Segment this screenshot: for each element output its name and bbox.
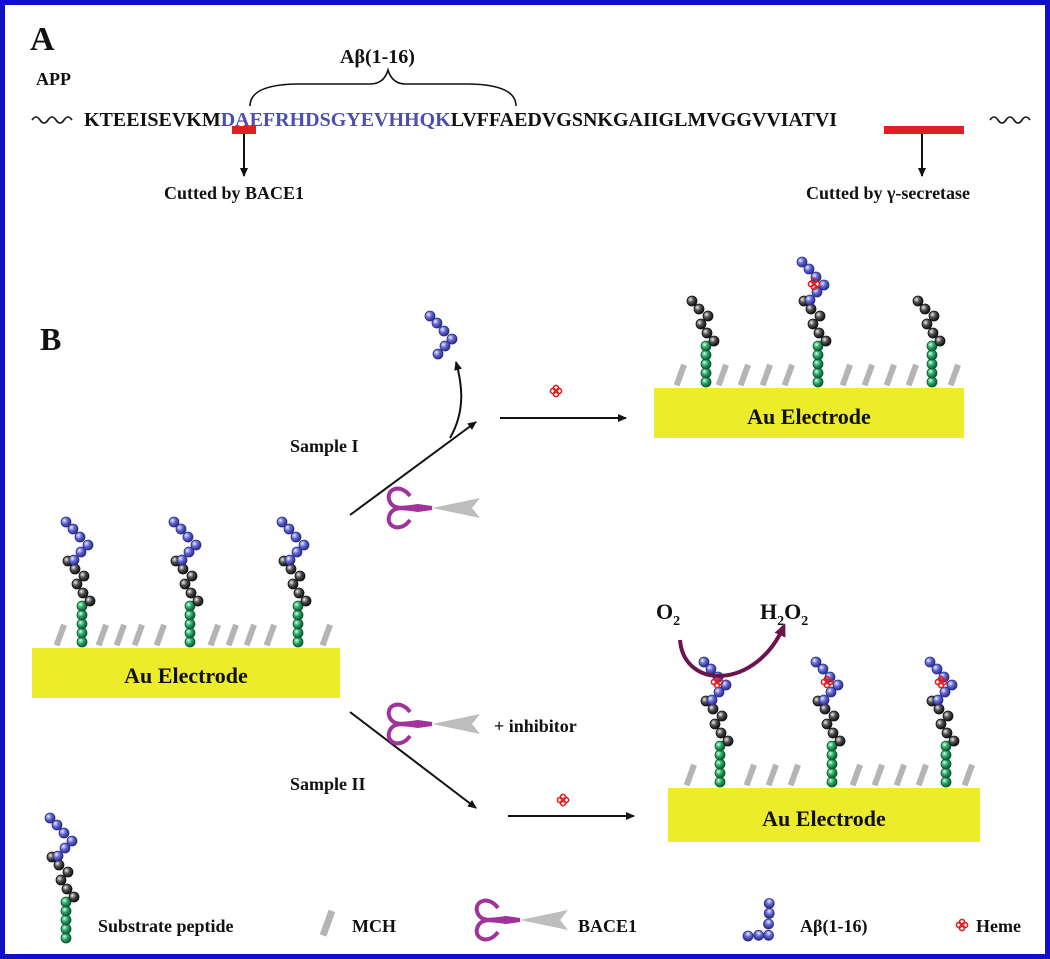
cut-bace1-label: Cutted by BACE1 bbox=[164, 183, 304, 203]
upper-peptide-2 bbox=[796, 256, 832, 388]
lower-peptide-3 bbox=[924, 656, 960, 788]
app-sequence: KTEEISEVKMDAEFRHDSGYEVHHQKLVFFAEDVGSNKGA… bbox=[84, 109, 837, 131]
upper-peptide-3 bbox=[912, 295, 946, 388]
legend-heme-label: Heme bbox=[976, 916, 1021, 936]
lower-peptide-2 bbox=[810, 656, 846, 788]
sample1-arrow bbox=[349, 421, 477, 516]
heme-on-arrow-1 bbox=[549, 384, 563, 398]
legend-bace1-label: BACE1 bbox=[578, 916, 637, 936]
left-au-electrode bbox=[32, 648, 340, 698]
catalysis-arrow bbox=[678, 623, 786, 678]
upper-au-electrode bbox=[654, 388, 964, 438]
legend-mch-label: MCH bbox=[352, 916, 396, 936]
legend-mch-icon bbox=[319, 909, 336, 937]
seq-abeta: DAEFRHDSGYEVHHQK bbox=[221, 109, 451, 131]
left-electrode-assembly: Au Electrode bbox=[32, 516, 340, 698]
left-peptide-3 bbox=[276, 516, 312, 648]
o2-label: O2 bbox=[656, 599, 680, 629]
panel-a-label: A bbox=[30, 21, 55, 58]
bace1-cut-bar bbox=[232, 126, 256, 134]
app-label: APP bbox=[36, 69, 71, 89]
lower-electrode-assembly: Au Electrode bbox=[668, 656, 980, 842]
panel-b-label: B bbox=[40, 321, 61, 357]
seq-left: KTEEISEVKM bbox=[84, 109, 221, 131]
sample2-label: Sample II bbox=[290, 774, 366, 794]
released-abeta-arrow bbox=[449, 361, 463, 439]
heme-on-arrow-2 bbox=[556, 793, 570, 807]
abeta-bracket bbox=[249, 67, 517, 107]
gamma-cut-bar bbox=[884, 126, 964, 134]
legend-abeta-label: Aβ(1-16) bbox=[800, 916, 867, 937]
scissors-sample1 bbox=[386, 486, 482, 530]
upper-electrode-assembly: Au Electrode bbox=[654, 256, 964, 438]
seq-right: LVFFAEDVGSNKGAIIGLMVGGVVIATVI bbox=[451, 109, 838, 131]
inhibitor-label: + inhibitor bbox=[494, 716, 577, 736]
wavy-right bbox=[989, 116, 1031, 124]
sample2-arrow bbox=[349, 711, 477, 809]
sample1-label: Sample I bbox=[290, 436, 359, 456]
left-electrode-label: Au Electrode bbox=[124, 663, 248, 688]
legend: Substrate peptide MCH BACE1 Aβ(1-16) Hem… bbox=[44, 812, 1021, 954]
legend-substrate-label: Substrate peptide bbox=[98, 916, 234, 936]
wavy-left bbox=[31, 116, 73, 124]
upper-peptide-1 bbox=[686, 295, 720, 388]
h2o2-label: H2O2 bbox=[760, 599, 808, 629]
legend-bace1-icon bbox=[474, 898, 570, 942]
released-abeta-fragment bbox=[424, 310, 458, 360]
legend-abeta-icon bbox=[734, 896, 793, 954]
left-peptide-2 bbox=[168, 516, 204, 648]
lower-electrode-label: Au Electrode bbox=[762, 806, 886, 831]
upper-electrode-label: Au Electrode bbox=[747, 404, 871, 429]
legend-substrate-icon bbox=[44, 812, 80, 944]
legend-heme-icon bbox=[955, 918, 969, 932]
cut-gamma-label: Cutted by γ-secretase bbox=[806, 183, 970, 203]
lower-au-electrode bbox=[668, 788, 980, 842]
abeta-bracket-label: Aβ(1-16) bbox=[340, 46, 415, 68]
scissors-sample2 bbox=[386, 702, 482, 746]
